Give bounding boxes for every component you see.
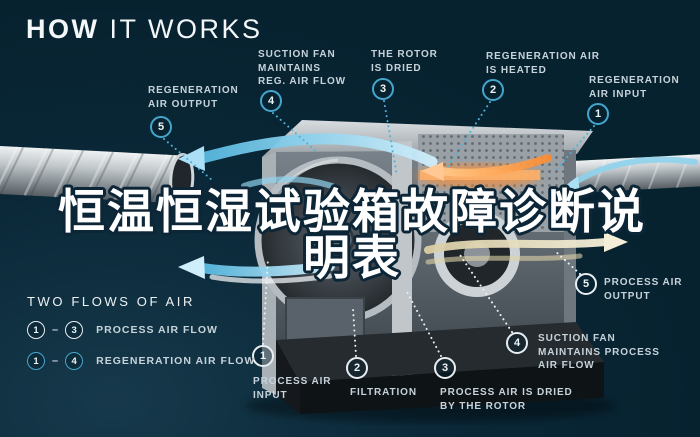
regen-top-flow-arrow-2 bbox=[241, 176, 335, 189]
callout-circle-suction-fan-process: 4 bbox=[506, 332, 528, 354]
title-light: IT WORKS bbox=[99, 14, 263, 44]
callout-label-suction-fan-reg: SUCTION FAN MAINTAINS REG. AIR FLOW bbox=[258, 49, 346, 87]
callout-circle-filtration: 2 bbox=[346, 357, 368, 379]
left-duct bbox=[0, 145, 195, 206]
callout-label-suction-fan-process: SUCTION FAN MAINTAINS PROCESS AIR FLOW bbox=[538, 333, 660, 371]
legend-dash: – bbox=[52, 324, 59, 336]
legend-row-regeneration-air-flow: 1 – 4 REGENERATION AIR FLOW bbox=[27, 352, 255, 370]
callout-number-badge: 5 bbox=[150, 116, 172, 138]
callout-circle-rotor-dried: 3 bbox=[372, 78, 394, 100]
machine-body bbox=[245, 120, 615, 422]
callout-number-badge: 4 bbox=[506, 332, 528, 354]
arrow-head-icon bbox=[178, 256, 205, 279]
callout-number-badge: 3 bbox=[372, 78, 394, 100]
legend-circle-badge: 1 bbox=[27, 321, 45, 339]
arrow-head-icon bbox=[178, 146, 205, 171]
title-bold: HOW bbox=[26, 14, 100, 44]
callout-number-badge: 2 bbox=[482, 79, 504, 101]
callout-label-process-air-dried: PROCESS AIR IS DRIED BY THE ROTOR bbox=[440, 387, 573, 412]
callout-number-badge: 1 bbox=[587, 103, 609, 125]
regen-input-flow-arrow bbox=[569, 156, 698, 187]
divider-wall bbox=[392, 141, 412, 387]
callout-label-regen-air-input: REGENERATION AIR INPUT bbox=[589, 75, 680, 100]
legend-label: PROCESS AIR FLOW bbox=[96, 324, 218, 336]
callout-circle-regen-air-heated: 2 bbox=[482, 79, 504, 101]
flow-arrows bbox=[178, 133, 698, 284]
process-output-flow-arrow-2 bbox=[425, 253, 583, 265]
callout-label-process-air-output: PROCESS AIR OUTPUT bbox=[604, 277, 683, 302]
legend-circle-badge: 1 bbox=[27, 352, 45, 370]
regen-top-flow-arrow bbox=[196, 133, 438, 168]
process-output-flow-arrow bbox=[424, 238, 610, 254]
legend-circle-badge: 3 bbox=[65, 321, 84, 339]
arrow-head-icon bbox=[604, 232, 628, 252]
callout-circle-regen-air-output: 5 bbox=[150, 116, 172, 138]
callout-label-regen-air-heated: REGENERATION AIR IS HEATED bbox=[486, 51, 600, 76]
callout-label-regen-air-output: REGENERATION AIR OUTPUT bbox=[148, 85, 239, 110]
arrow-head-icon bbox=[560, 176, 580, 195]
callout-number-badge: 2 bbox=[346, 357, 368, 379]
arrow-head-icon bbox=[421, 162, 444, 181]
legend-title: TWO FLOWS OF AIR bbox=[27, 294, 195, 309]
callout-number-badge: 3 bbox=[434, 357, 456, 379]
heated-air-flow-arrow bbox=[436, 154, 552, 177]
leader-lines bbox=[163, 100, 595, 357]
legend-row-process-air-flow: 1 – 3 PROCESS AIR FLOW bbox=[27, 321, 255, 339]
callout-number-badge: 4 bbox=[260, 90, 282, 112]
legend-circle-badge: 4 bbox=[65, 352, 84, 370]
regen-output-flow-arrow bbox=[197, 261, 335, 277]
callout-number-badge: 5 bbox=[575, 273, 597, 295]
legend: TWO FLOWS OF AIR 1 – 3 PROCESS AIR FLOW … bbox=[27, 294, 255, 383]
regen-output-flow-arrow-2 bbox=[209, 273, 333, 284]
legend-label: REGENERATION AIR FLOW bbox=[96, 355, 256, 367]
callout-circle-process-air-output: 5 bbox=[575, 273, 597, 295]
callout-number-badge: 1 bbox=[252, 345, 274, 367]
page-title: HOW IT WORKS bbox=[26, 14, 263, 45]
callout-label-rotor-dried: THE ROTOR IS DRIED bbox=[371, 49, 438, 74]
legend-dash: – bbox=[52, 355, 59, 367]
callout-circle-regen-air-input: 1 bbox=[587, 103, 609, 125]
callout-label-filtration: FILTRATION bbox=[350, 387, 417, 398]
callout-circle-suction-fan-reg: 4 bbox=[260, 90, 282, 112]
callout-circle-process-air-dried: 3 bbox=[434, 357, 456, 379]
callout-label-process-air-input: PROCESS AIR INPUT bbox=[253, 376, 332, 401]
callout-circle-process-air-input: 1 bbox=[252, 345, 274, 367]
